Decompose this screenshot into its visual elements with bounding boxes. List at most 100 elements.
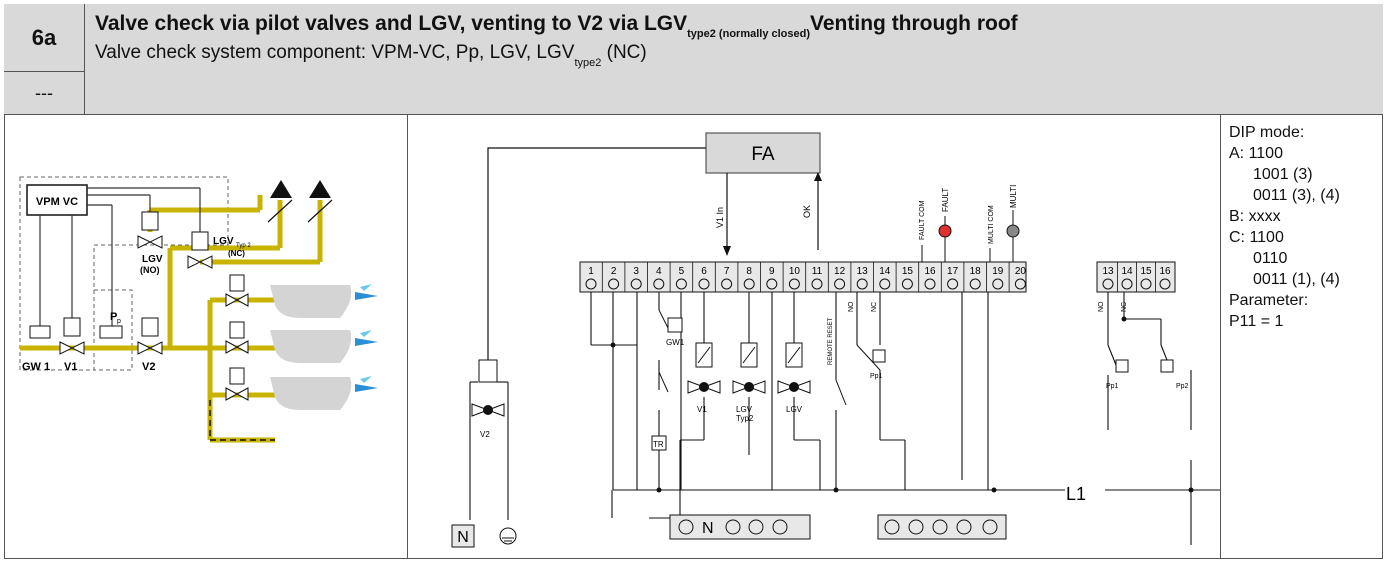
neutral-block-label: N	[702, 520, 714, 537]
gw1-icon	[29, 325, 51, 339]
side-terminal-screw-13	[1102, 278, 1114, 290]
supply-terminal-block	[877, 514, 1007, 540]
v1-in-arrow	[723, 246, 731, 256]
v1-label: V1	[64, 361, 77, 373]
terminal-label-17: 17	[947, 266, 959, 277]
terminal-screw-19	[992, 278, 1004, 290]
terminal-screw-18	[969, 278, 981, 290]
terminal-screw-9	[766, 278, 778, 290]
terminal-label-19: 19	[992, 266, 1004, 277]
pp-enclosure	[94, 289, 133, 371]
dip-line-c2: 0110	[1253, 250, 1288, 267]
terminal-screw-1	[585, 278, 597, 290]
terminal-screw-16	[924, 278, 936, 290]
terminal-screw-15	[901, 278, 913, 290]
lgv-no-valve-icon	[137, 235, 163, 249]
vpm-vc-label: VPM VC	[36, 196, 78, 208]
terminal-screw-7	[721, 278, 733, 290]
pp-icon	[99, 325, 123, 339]
header-background	[85, 4, 1383, 114]
side-pp1-switch-icon	[1115, 359, 1129, 373]
terminal-screw-6	[698, 278, 710, 290]
subtitle-end: (NC)	[601, 42, 647, 63]
subtitle-main: Valve check system component: VPM-VC, Pp…	[95, 42, 575, 63]
lgv-typ2-sub-label: Typ2	[736, 414, 754, 423]
v1-valve-icon	[59, 341, 85, 355]
fault-com-label: FAULT COM	[919, 200, 926, 240]
terminal-label-5: 5	[679, 266, 685, 277]
terminal-label-14: 14	[879, 266, 891, 277]
n-terminal	[451, 524, 475, 548]
side-terminal-screw-14	[1121, 278, 1133, 290]
lgv-typ2-label: LGV	[736, 405, 753, 414]
terminal-screw-10	[788, 278, 800, 290]
vpm-enclosure	[19, 176, 229, 371]
dip-line-c: C: 1100	[1229, 229, 1284, 246]
n-terminal-label: N	[457, 529, 469, 546]
terminal-label-9: 9	[769, 266, 775, 277]
terminal-screw-14	[879, 278, 891, 290]
lgv-nc-label: LGV	[213, 236, 234, 247]
terminal-strip	[579, 261, 1027, 293]
terminal-label-15: 15	[902, 266, 914, 277]
dip-line-b: B: xxxx	[1229, 208, 1281, 225]
terminal-screw-4	[653, 278, 665, 290]
multi-lamp-icon	[1006, 224, 1020, 238]
l1-label: L1	[1066, 484, 1086, 504]
lgv-nc-coil-icon	[191, 231, 209, 251]
remote-reset-label: REMOTE RESET	[828, 317, 834, 365]
terminal-screw-20	[1014, 278, 1026, 290]
terminal-screw-12	[834, 278, 846, 290]
column-divider-left	[407, 114, 408, 559]
fault-lamp-icon	[938, 224, 952, 238]
lgv-no-coil-icon	[141, 211, 159, 231]
dip-heading: DIP mode:	[1229, 124, 1305, 141]
gas-line-dashes	[209, 400, 275, 441]
lgv-nc-valve-icon	[187, 255, 213, 269]
side-pp1-label: Pp1	[1106, 383, 1119, 390]
terminal-screw-2	[608, 278, 620, 290]
parameter-value: P11 = 1	[1229, 313, 1284, 330]
v1-wiring-label: V1	[697, 405, 707, 414]
terminal-label-20: 20	[1015, 266, 1027, 277]
terminal-screw-8	[743, 278, 755, 290]
terminal-screw-5	[675, 278, 687, 290]
roof-vent-2-icon	[309, 180, 331, 198]
terminal-label-6: 6	[701, 266, 707, 277]
side-terminal-label-15: 15	[1140, 266, 1152, 277]
tr-label: TR	[653, 440, 664, 449]
lgv-no-label: LGV	[142, 254, 163, 265]
v2-coil-icon	[141, 317, 159, 337]
lgv-nc-state: (NC)	[228, 249, 245, 258]
v1-in-label: V1 In	[715, 207, 725, 228]
dip-line-a2: 1001 (3)	[1253, 166, 1313, 183]
pp1-label: Pp1	[870, 373, 883, 380]
burner-icons	[270, 285, 352, 410]
diagram-sub-id: ---	[4, 72, 85, 114]
terminal-screw-11	[811, 278, 823, 290]
ground-terminal-icon	[499, 527, 517, 545]
pp-label: P	[110, 311, 117, 323]
terminal-label-12: 12	[834, 266, 846, 277]
terminal-label-13: 13	[857, 266, 869, 277]
dip-settings: DIP mode: A: 1100 1001 (3) 0011 (3), (4)…	[1229, 122, 1340, 332]
title-end: Venting through roof	[810, 12, 1018, 35]
fa-box	[705, 132, 821, 174]
terminal-label-10: 10	[789, 266, 801, 277]
terminal-screw-17	[947, 278, 959, 290]
roof-vent-1-icon	[270, 180, 292, 198]
nc-label: NC	[871, 302, 878, 312]
parameter-heading: Parameter:	[1229, 292, 1309, 309]
terminal-label-3: 3	[633, 266, 639, 277]
tr-box	[651, 435, 667, 451]
fault-label: FAULT	[941, 188, 950, 212]
diagram-subtitle: Valve check system component: VPM-VC, Pp…	[95, 42, 647, 69]
header-divider	[4, 114, 1383, 115]
terminal-screw-3	[630, 278, 642, 290]
lgv-no-state: (NO)	[140, 265, 160, 275]
terminal-label-7: 7	[724, 266, 730, 277]
